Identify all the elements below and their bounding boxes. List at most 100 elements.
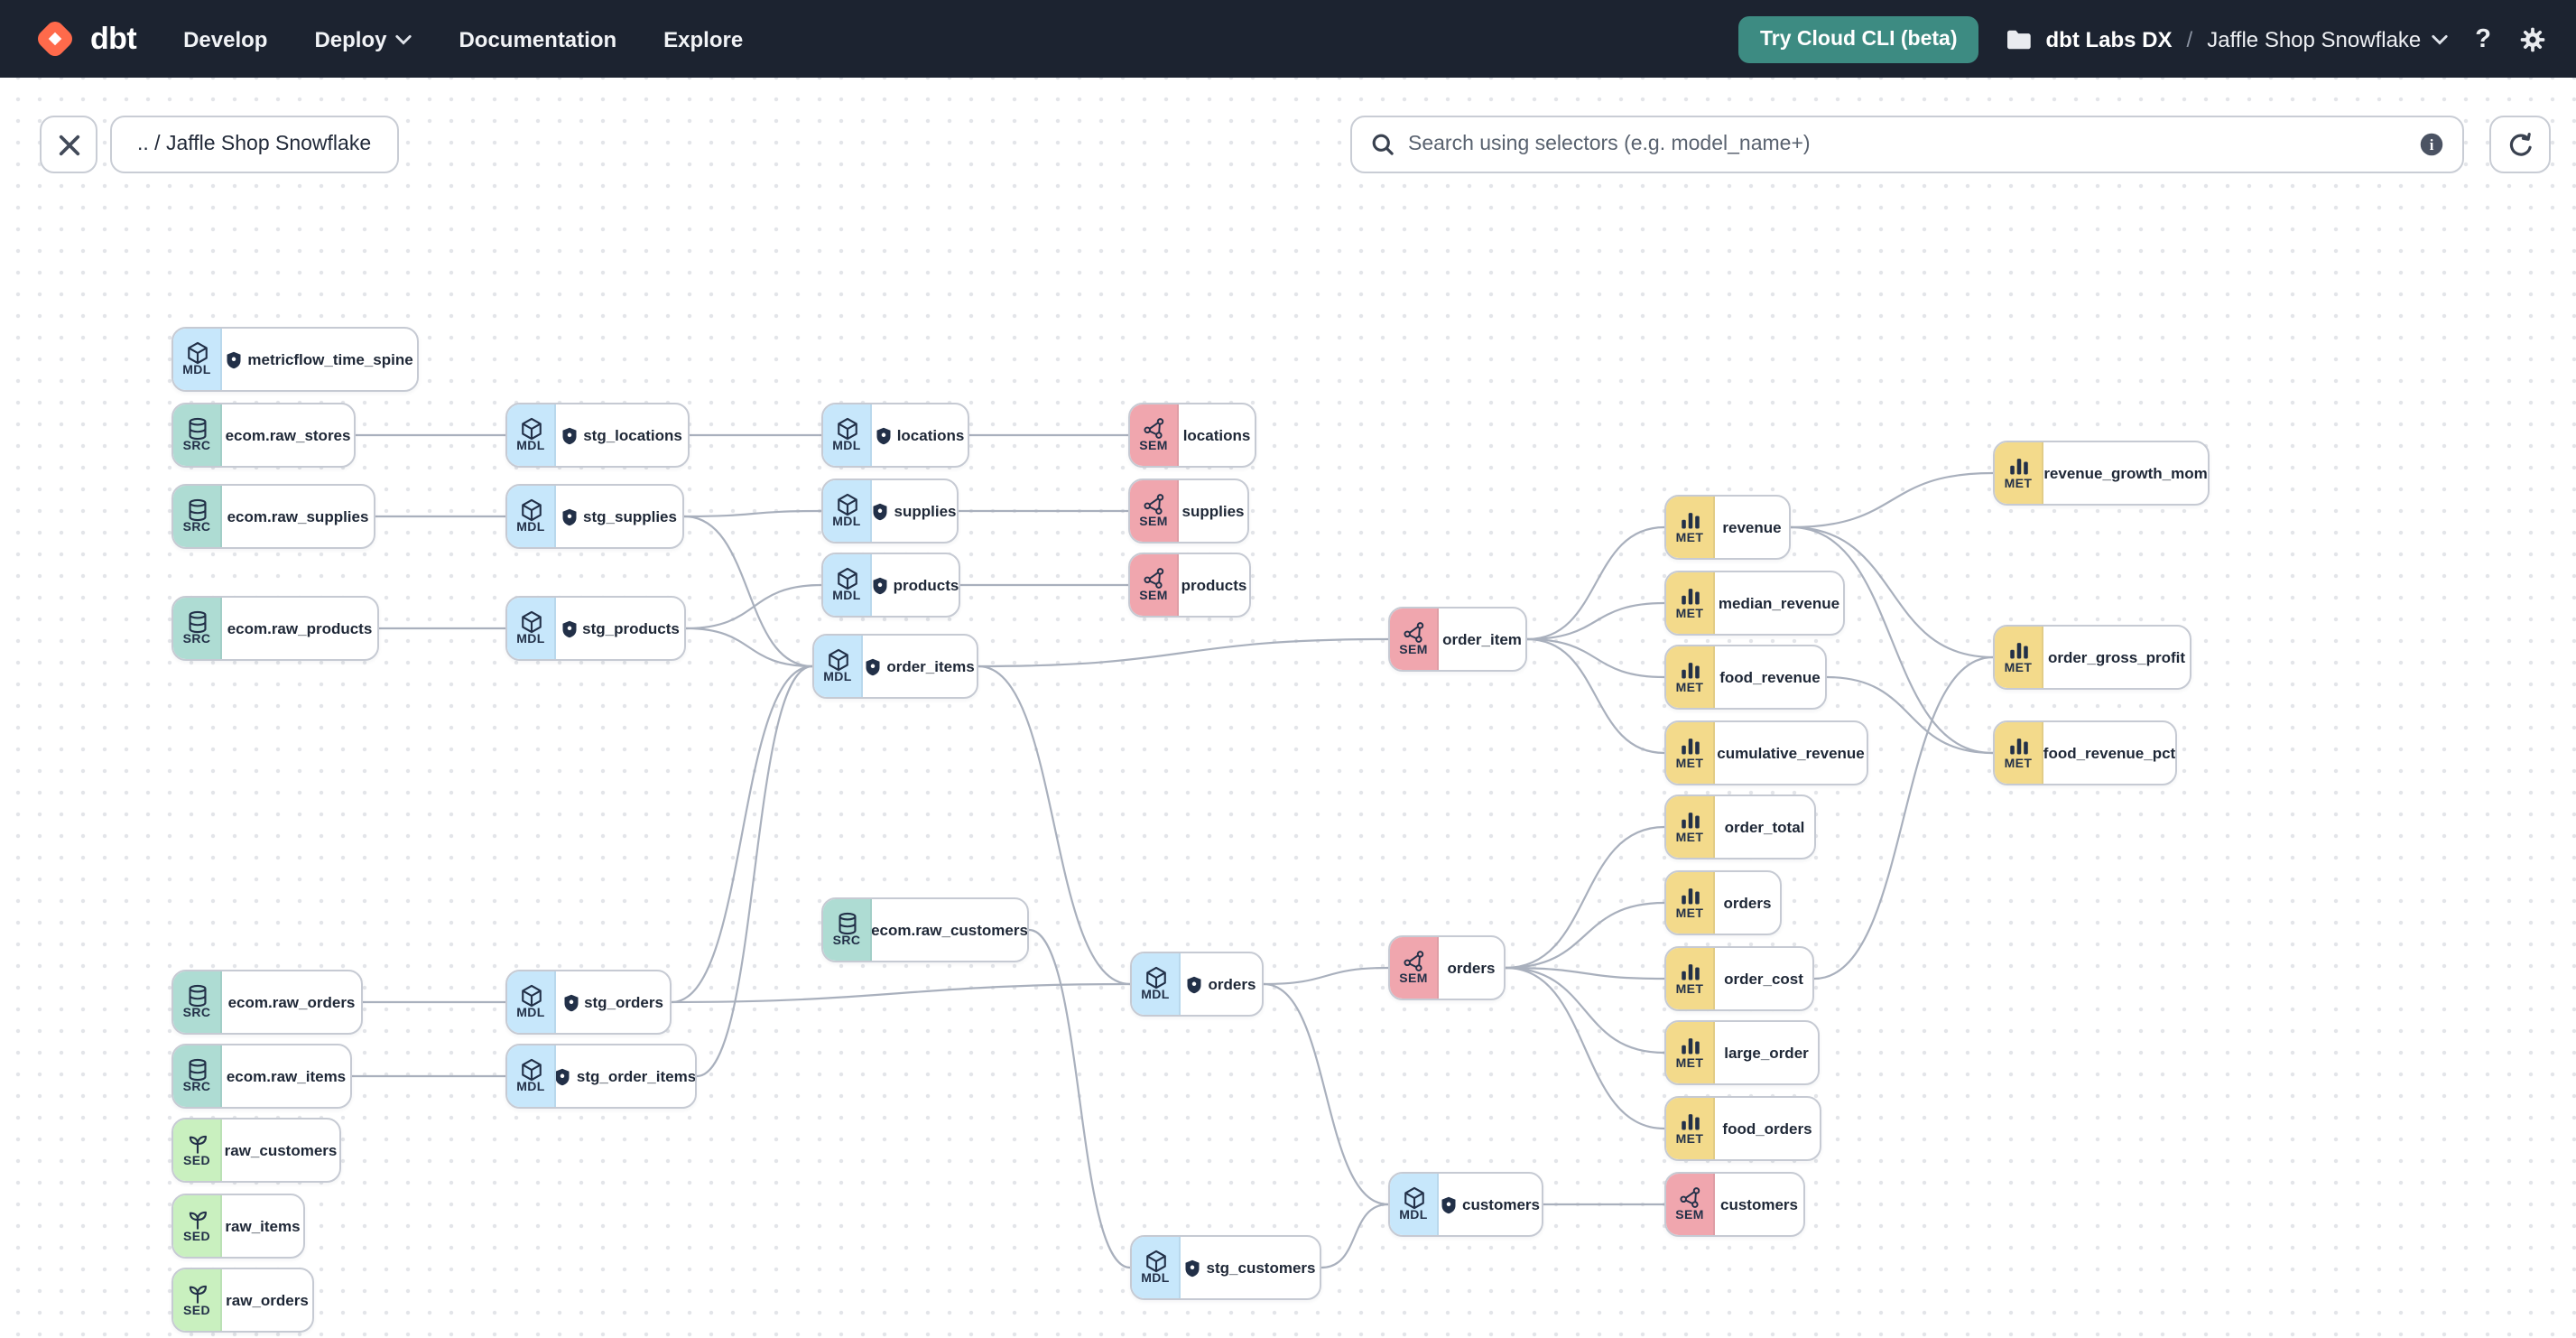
shield-icon xyxy=(1187,974,1203,994)
cube-icon xyxy=(1144,1249,1167,1272)
node-label-text: ecom.raw_supplies xyxy=(227,507,369,525)
node-label-text: order_cost xyxy=(1724,970,1803,988)
node-label-text: ecom.raw_customers xyxy=(872,921,1027,939)
node-label-text: revenue xyxy=(1722,518,1782,536)
node-label: large_order xyxy=(1715,1022,1818,1083)
node-met_revenue[interactable]: MET revenue xyxy=(1664,495,1791,560)
node-type-label: MET xyxy=(1675,1057,1704,1070)
node-label: order_total xyxy=(1715,796,1814,858)
nav-item-deploy[interactable]: Deploy xyxy=(314,26,412,51)
node-label-text: ecom.raw_products xyxy=(227,619,373,637)
refresh-button[interactable] xyxy=(2489,116,2551,173)
node-type-label: MDL xyxy=(182,364,211,376)
seedling-icon xyxy=(185,1131,208,1155)
node-label-text: stg_supplies xyxy=(583,507,677,525)
bar-chart-icon xyxy=(1678,1034,1701,1057)
node-type-label: MET xyxy=(1675,983,1704,996)
node-met_large_order[interactable]: MET large_order xyxy=(1664,1020,1820,1085)
info-icon[interactable]: i xyxy=(2419,132,2444,157)
bar-chart-icon xyxy=(1678,734,1701,757)
node-met_order_cost[interactable]: MET order_cost xyxy=(1664,946,1814,1011)
shield-icon xyxy=(865,656,881,676)
node-label: ecom.raw_orders xyxy=(222,971,361,1033)
nav-item-develop[interactable]: Develop xyxy=(183,26,268,51)
nav-item-documentation[interactable]: Documentation xyxy=(459,26,617,51)
help-icon[interactable]: ? xyxy=(2475,24,2491,53)
svg-text:i: i xyxy=(2430,136,2434,153)
node-sed_items[interactable]: SED raw_items xyxy=(171,1194,305,1259)
nav-item-explore[interactable]: Explore xyxy=(663,26,744,51)
source-type-badge: SRC xyxy=(823,899,872,961)
shield-icon xyxy=(872,575,888,595)
lineage-canvas[interactable] xyxy=(0,78,2576,1338)
lineage-breadcrumb[interactable]: .. / Jaffle Shop Snowflake xyxy=(110,116,399,173)
metric-type-badge: MET xyxy=(1666,497,1715,558)
node-type-label: MDL xyxy=(1141,989,1170,1001)
node-type-label: SED xyxy=(183,1231,210,1243)
node-label: revenue_growth_mom xyxy=(2043,442,2208,504)
lineage-edge xyxy=(1505,966,1665,1130)
node-label-text: products xyxy=(1181,576,1247,594)
node-label: food_revenue_pct xyxy=(2043,722,2175,784)
project-selector[interactable]: Jaffle Shop Snowflake xyxy=(2207,26,2448,51)
settings-gear-icon[interactable] xyxy=(2518,24,2547,53)
lineage-edge xyxy=(671,664,813,1004)
try-cloud-cli-button[interactable]: Try Cloud CLI (beta) xyxy=(1738,15,1979,62)
breadcrumb-separator: / xyxy=(2186,26,2193,51)
lineage-edge xyxy=(1505,966,1665,1055)
close-lineage-button[interactable] xyxy=(40,116,97,173)
shield-icon xyxy=(1441,1194,1457,1214)
close-icon xyxy=(58,134,79,155)
node-type-label: MET xyxy=(1675,757,1704,770)
metric-type-badge: MET xyxy=(1995,442,2043,504)
node-label-text: supplies xyxy=(1181,502,1245,520)
account-name[interactable]: dbt Labs DX xyxy=(2045,26,2173,51)
node-type-label: SEM xyxy=(1399,972,1428,985)
node-label: ecom.raw_items xyxy=(222,1045,350,1107)
dbt-logo[interactable]: dbt xyxy=(32,16,137,61)
node-label: raw_items xyxy=(222,1195,303,1257)
seedling-icon xyxy=(185,1281,208,1305)
node-label: food_revenue xyxy=(1715,646,1825,708)
cube-icon xyxy=(835,566,858,590)
bar-chart-icon xyxy=(2006,734,2030,757)
node-type-label: SEM xyxy=(1399,644,1428,656)
search-input[interactable] xyxy=(1408,134,2406,155)
